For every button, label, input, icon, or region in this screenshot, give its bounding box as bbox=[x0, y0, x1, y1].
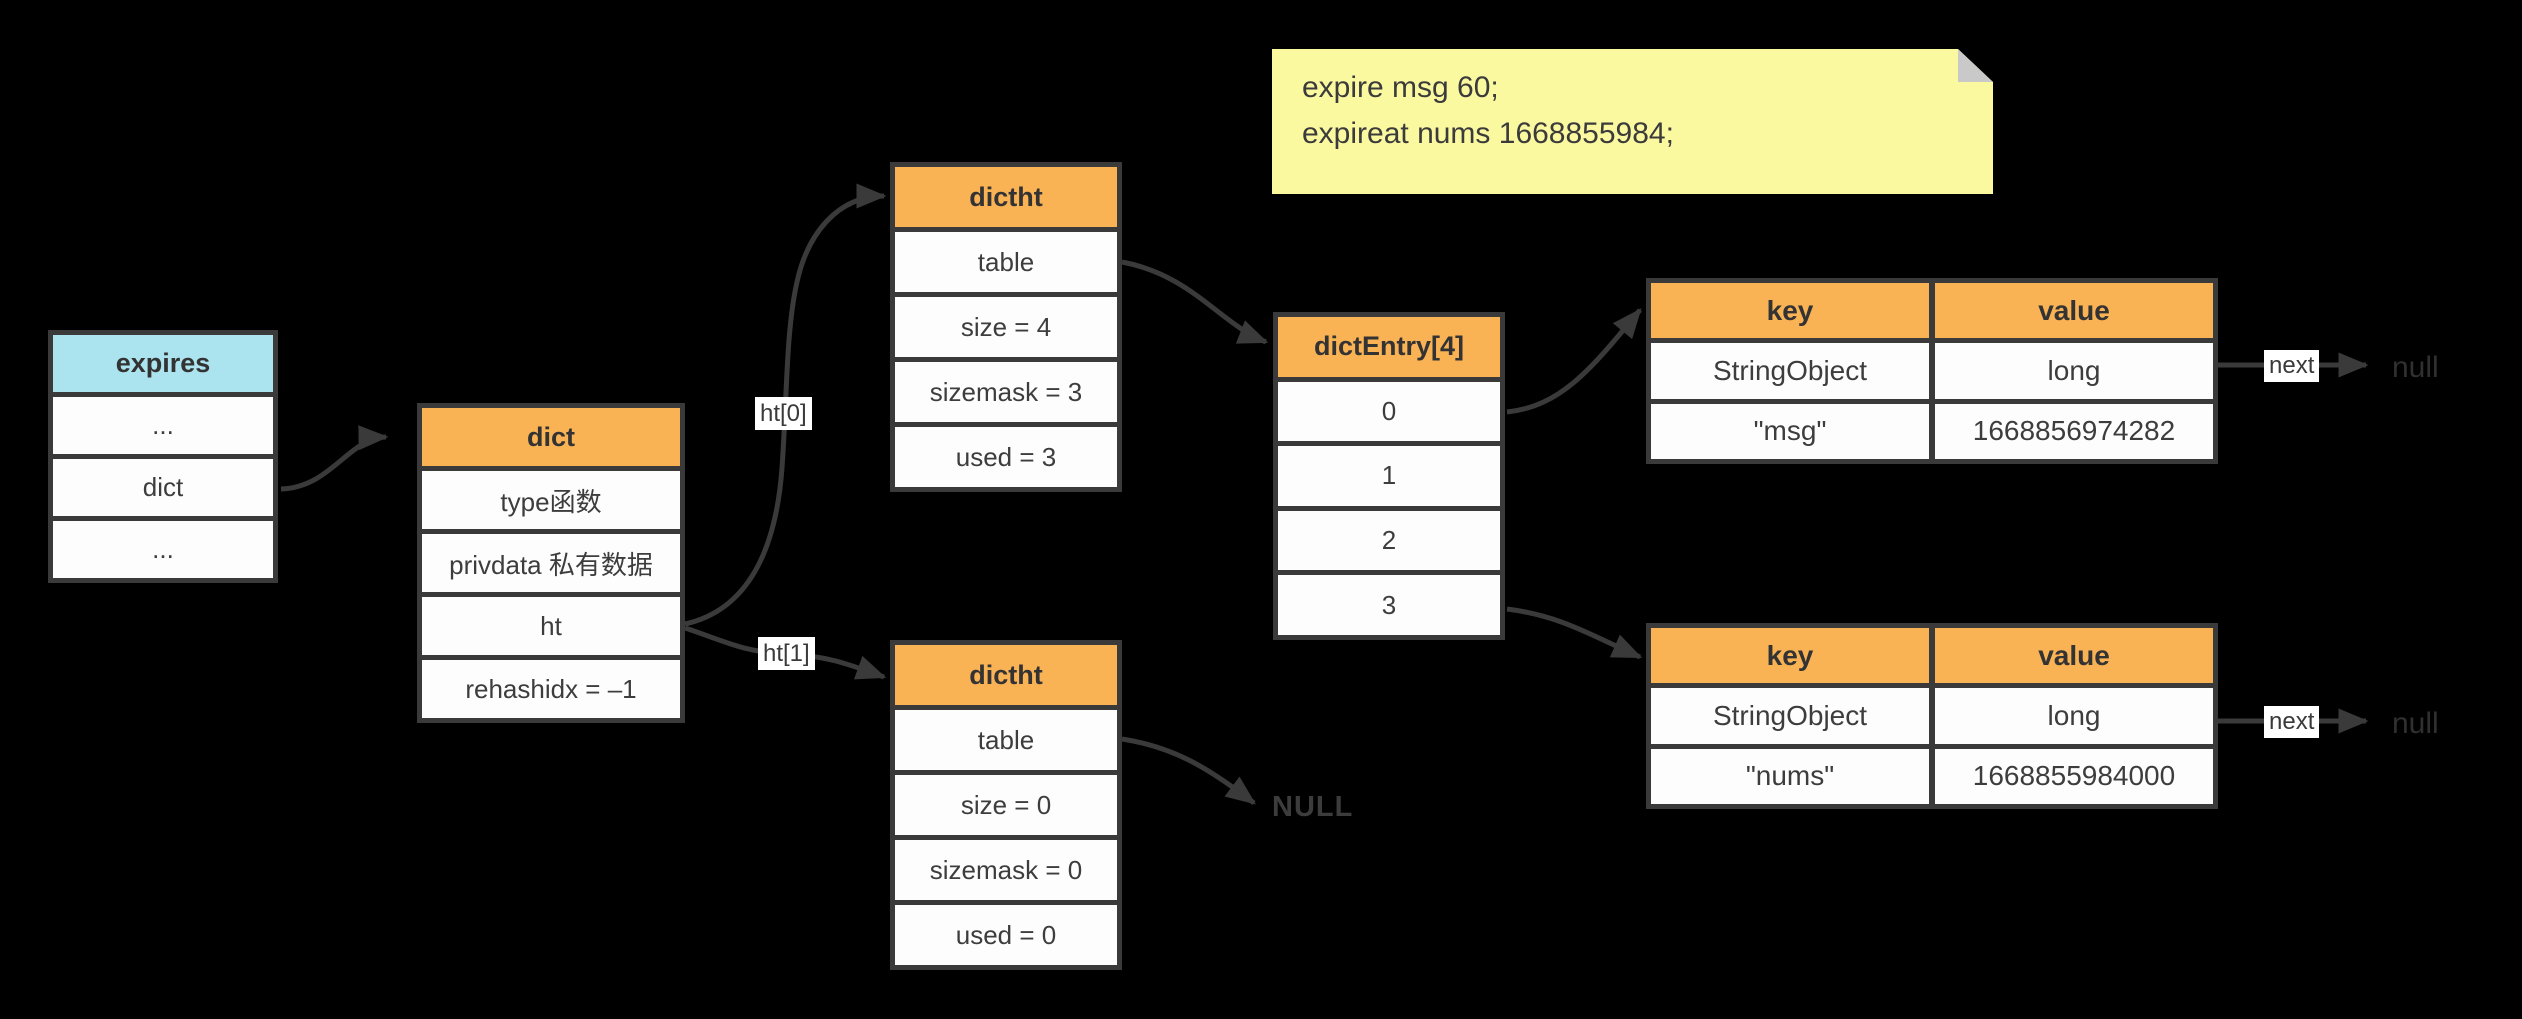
dictentry-table: dictEntry[4] 0 1 2 3 bbox=[1273, 312, 1505, 640]
table-row-used: used = 3 bbox=[895, 427, 1117, 487]
kv-cell-keytype: StringObject bbox=[1651, 688, 1929, 744]
label-ht0: ht[0] bbox=[755, 397, 812, 430]
dictht-bottom-table: dictht table size = 0 sizemask = 0 used … bbox=[890, 640, 1122, 970]
sticky-note: expire msg 60; expireat nums 1668855984; bbox=[1272, 49, 1993, 194]
table-row-dict-pointer: dict bbox=[53, 459, 273, 516]
arrow-ht-to-dictht0 bbox=[684, 183, 887, 627]
kv-cell-keyname: "msg" bbox=[1651, 403, 1929, 459]
table-row-rehashidx: rehashidx = –1 bbox=[422, 660, 680, 718]
dictht-bottom-header: dictht bbox=[895, 645, 1117, 705]
label-next-top: next bbox=[2264, 350, 2320, 382]
arrow-entry0-to-kvtop bbox=[1506, 308, 1642, 415]
kv-cell-keytype: StringObject bbox=[1651, 343, 1929, 399]
label-next-bottom: next bbox=[2264, 706, 2320, 738]
arrow-entry3-to-kvbottom bbox=[1506, 606, 1643, 660]
table-row-sizemask: sizemask = 3 bbox=[895, 362, 1117, 422]
arrow-table-to-dictentry bbox=[1121, 259, 1269, 345]
arrow-expires-to-dict bbox=[280, 425, 389, 492]
kv-table-msg: key value StringObject long "msg" 166885… bbox=[1646, 278, 2218, 464]
null-text-bottom: null bbox=[2392, 707, 2439, 740]
kv-header-key: key bbox=[1651, 628, 1929, 684]
null-text-top: null bbox=[2392, 351, 2439, 384]
table-row-size: size = 4 bbox=[895, 297, 1117, 357]
kv-cell-valuetype: long bbox=[1935, 688, 2213, 744]
table-row-slot0: 0 bbox=[1278, 381, 1500, 442]
table-row-sizemask: sizemask = 0 bbox=[895, 840, 1117, 900]
expires-table: expires ... dict ... bbox=[48, 330, 278, 583]
dict-table-header: dict bbox=[422, 408, 680, 466]
note-command-1: expire msg 60; bbox=[1302, 71, 1499, 104]
kv-cell-expiretime: 1668855984000 bbox=[1935, 748, 2213, 804]
table-row-type: type函数 bbox=[422, 471, 680, 529]
expires-table-header: expires bbox=[53, 335, 273, 392]
dictht-top-table: dictht table size = 4 sizemask = 3 used … bbox=[890, 162, 1122, 492]
table-row-size: size = 0 bbox=[895, 775, 1117, 835]
table-row-table: table bbox=[895, 232, 1117, 292]
kv-table-nums: key value StringObject long "nums" 16688… bbox=[1646, 623, 2218, 809]
note-command-2: expireat nums 1668855984; bbox=[1302, 117, 1674, 150]
arrow-table-to-null-caps bbox=[1121, 736, 1257, 806]
dictentry-header: dictEntry[4] bbox=[1278, 317, 1500, 377]
kv-header-value: value bbox=[1935, 628, 2213, 684]
dict-table: dict type函数 privdata 私有数据 ht rehashidx =… bbox=[417, 403, 685, 723]
table-row-privdata: privdata 私有数据 bbox=[422, 534, 680, 592]
kv-cell-valuetype: long bbox=[1935, 343, 2213, 399]
table-row-slot2: 2 bbox=[1278, 510, 1500, 571]
kv-cell-expiretime: 1668856974282 bbox=[1935, 403, 2213, 459]
table-row-ht: ht bbox=[422, 597, 680, 655]
table-row-used: used = 0 bbox=[895, 905, 1117, 965]
table-row: ... bbox=[53, 521, 273, 578]
kv-header-value: value bbox=[1935, 283, 2213, 339]
label-ht1: ht[1] bbox=[758, 637, 815, 670]
table-row: ... bbox=[53, 397, 273, 454]
table-row-slot1: 1 bbox=[1278, 446, 1500, 506]
kv-cell-keyname: "nums" bbox=[1651, 748, 1929, 804]
table-row-table: table bbox=[895, 710, 1117, 770]
dictht-top-header: dictht bbox=[895, 167, 1117, 227]
null-caps-text: NULL bbox=[1272, 791, 1354, 823]
table-row-slot3: 3 bbox=[1278, 575, 1500, 635]
kv-header-key: key bbox=[1651, 283, 1929, 339]
